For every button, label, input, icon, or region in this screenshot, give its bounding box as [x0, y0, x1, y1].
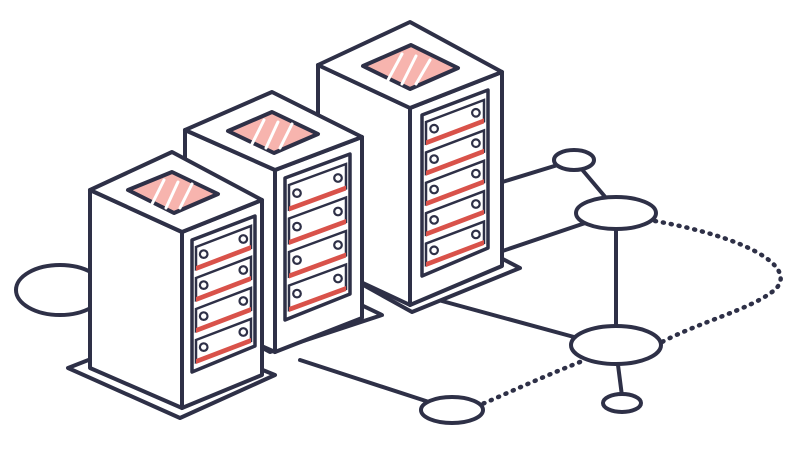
drive-indicator-light: [429, 154, 440, 165]
drive-bay-stripe: [426, 118, 484, 146]
drive-bay-stripe: [289, 286, 346, 312]
drive-bay-stripe: [196, 338, 251, 364]
network-node: [419, 395, 485, 425]
drive-indicator-light: [333, 273, 343, 284]
drive-indicator-light: [238, 327, 249, 337]
network-graph: [14, 148, 783, 425]
network-node: [569, 324, 663, 366]
drive-indicator-light: [333, 206, 343, 217]
drive-indicator-light: [333, 240, 343, 250]
server-vent-stripes: [150, 178, 194, 210]
drive-indicator-light: [429, 184, 440, 195]
network-link-dotted: [652, 218, 783, 345]
drive-indicator-light: [292, 188, 302, 199]
drive-indicator-light: [429, 214, 440, 225]
drive-bay-stripe: [289, 219, 346, 245]
drive-indicator-light: [429, 245, 440, 256]
drive-bay-stripe: [196, 245, 251, 271]
network-link: [418, 293, 587, 342]
drive-bay-stripe: [426, 179, 484, 207]
server-vent-stripes: [386, 52, 432, 86]
drive-bay-stripe: [196, 307, 251, 333]
drive-indicator-light: [198, 311, 209, 322]
network-link: [298, 358, 434, 405]
network-link: [616, 363, 624, 398]
drive-bay-stripe: [196, 276, 251, 302]
drive-bay-stripe: [426, 240, 484, 267]
drive-indicator-light: [198, 342, 209, 353]
drive-indicator-light: [471, 168, 481, 179]
drive-indicator-light: [292, 288, 302, 299]
network-node: [552, 148, 596, 172]
server-vent-stripes: [250, 118, 294, 150]
network-node: [601, 392, 643, 414]
drive-indicator-light: [471, 199, 481, 209]
network-link-dotted: [477, 359, 583, 408]
drive-indicator-light: [292, 221, 302, 232]
drive-bays: [194, 98, 486, 364]
drive-bay-stripe: [289, 252, 346, 279]
drive-bay-stripe: [426, 148, 484, 176]
drive-indicator-light: [292, 255, 302, 266]
drive-indicator-light: [333, 173, 343, 183]
drive-indicator-light: [471, 229, 481, 240]
drive-indicator-light: [471, 138, 481, 149]
drive-indicator-light: [198, 280, 209, 291]
server-rack-left: [66, 150, 277, 420]
drive-indicator-light: [198, 249, 209, 260]
drive-bay-stripe: [426, 209, 484, 237]
network-node: [574, 195, 658, 231]
drive-indicator-light: [429, 123, 440, 134]
drive-indicator-light: [238, 234, 249, 244]
drive-indicator-light: [238, 265, 249, 275]
drive-bay-stripe: [289, 185, 346, 212]
drive-indicator-light: [471, 107, 481, 118]
drive-indicator-light: [238, 296, 249, 306]
